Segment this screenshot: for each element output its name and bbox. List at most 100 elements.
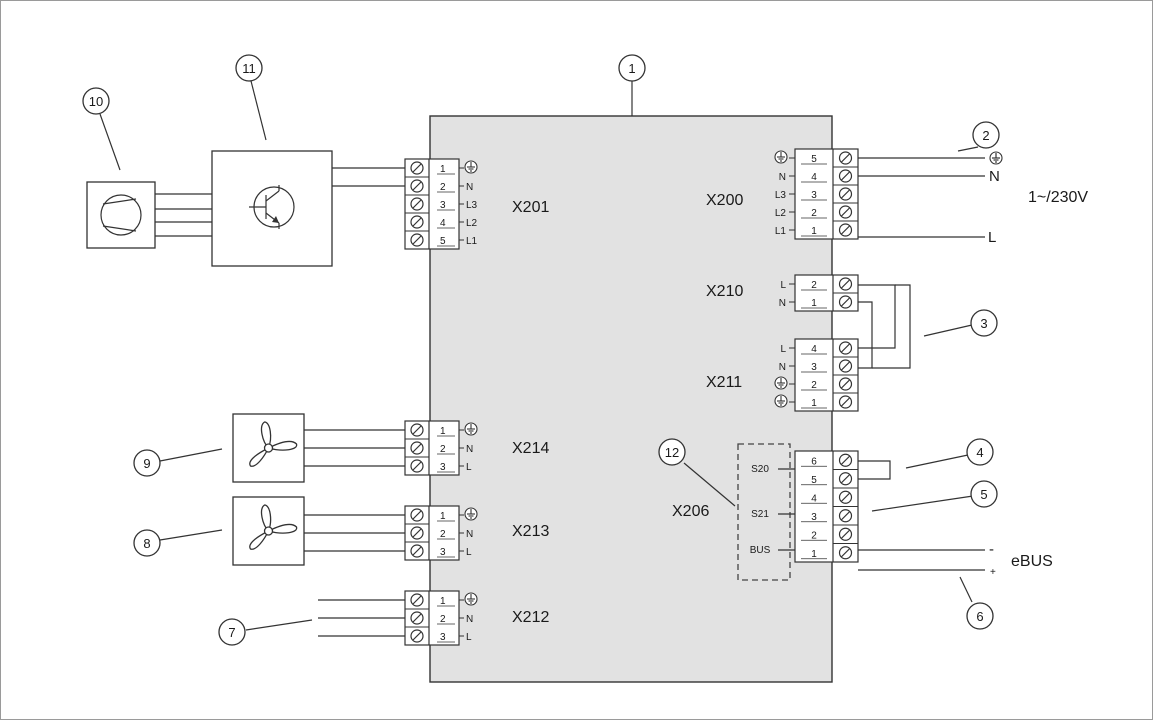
x212-wires bbox=[318, 599, 405, 637]
ebus-minus-label: - bbox=[989, 541, 994, 558]
svg-text:12: 12 bbox=[665, 445, 679, 460]
pin-number: 2 bbox=[811, 280, 817, 291]
group-label-s21: S21 bbox=[751, 509, 769, 520]
callout-8: 8 bbox=[133, 529, 161, 557]
screw-terminal-icon bbox=[838, 187, 853, 201]
screw-terminal-icon bbox=[838, 453, 853, 467]
ground-symbol-icon bbox=[989, 151, 1003, 165]
screw-terminal-icon bbox=[838, 490, 853, 504]
connector-label-x213: X213 bbox=[512, 523, 549, 540]
screw-terminal-icon bbox=[410, 629, 424, 643]
pin-number: 4 bbox=[811, 172, 817, 183]
screw-terminal-icon bbox=[838, 151, 853, 165]
pin-signal: L bbox=[466, 632, 472, 643]
s20-jumper-wire bbox=[858, 460, 891, 480]
pin-signal: N bbox=[779, 362, 786, 373]
x206-dashed-group bbox=[737, 443, 791, 581]
screw-terminal-icon bbox=[410, 197, 424, 211]
callout-6: 6 bbox=[966, 602, 994, 630]
callout-leaders bbox=[99, 80, 979, 631]
ebus-plus-label: + bbox=[990, 567, 996, 578]
mains-label-l: L bbox=[988, 229, 996, 246]
ground-symbol-icon bbox=[774, 394, 788, 408]
connector-label-x214: X214 bbox=[512, 440, 549, 457]
x206-group-tick-lines bbox=[778, 468, 795, 551]
callout-12: 12 bbox=[658, 438, 686, 466]
screw-terminal-icon bbox=[410, 233, 424, 247]
svg-text:10: 10 bbox=[89, 94, 103, 109]
ebus-label: eBUS bbox=[1011, 553, 1053, 570]
screw-terminal-icon bbox=[410, 611, 424, 625]
pin-signal: L bbox=[780, 280, 786, 291]
screw-terminal-icon bbox=[838, 546, 853, 560]
pin-signal: L3 bbox=[775, 190, 787, 201]
compressor-box bbox=[86, 181, 156, 249]
svg-text:3: 3 bbox=[980, 316, 987, 331]
pin-signal: L3 bbox=[466, 200, 478, 211]
pin-number: 5 bbox=[811, 475, 817, 486]
screw-terminal-icon bbox=[838, 395, 853, 409]
pin-signal: N bbox=[779, 172, 786, 183]
connector-label-x200: X200 bbox=[706, 192, 743, 209]
pin-number: 2 bbox=[440, 182, 446, 193]
fan-9-wires bbox=[304, 429, 405, 467]
control-board bbox=[429, 115, 833, 683]
x210-x211-jumper-wires bbox=[858, 284, 911, 369]
fan-icon bbox=[249, 504, 298, 550]
fan-icon bbox=[249, 421, 298, 467]
screw-terminal-icon bbox=[838, 223, 853, 237]
screw-terminal-icon bbox=[410, 508, 424, 522]
screw-terminal-icon bbox=[410, 593, 424, 607]
screw-terminal-icon bbox=[410, 544, 424, 558]
callout-2: 2 bbox=[972, 121, 1000, 149]
pin-number: 1 bbox=[811, 226, 817, 237]
pin-number: 2 bbox=[811, 380, 817, 391]
svg-text:8: 8 bbox=[143, 536, 150, 551]
pin-signal: L1 bbox=[775, 226, 787, 237]
pin-number: 1 bbox=[440, 164, 446, 175]
pin-signal: L2 bbox=[775, 208, 787, 219]
pin-number: 1 bbox=[811, 398, 817, 409]
pin-signal: N bbox=[466, 182, 473, 193]
pin-number: 6 bbox=[811, 456, 817, 467]
ground-symbol-icon bbox=[774, 376, 788, 390]
mains-voltage-label: 1~/230V bbox=[1028, 189, 1088, 206]
pin-number: 1 bbox=[811, 549, 817, 560]
screw-terminal-icon bbox=[410, 459, 424, 473]
svg-text:5: 5 bbox=[980, 487, 987, 502]
callout-9: 9 bbox=[133, 449, 161, 477]
screw-terminal-icon bbox=[838, 169, 853, 183]
screw-terminal-icon bbox=[838, 277, 853, 291]
ground-symbol-icon bbox=[464, 160, 478, 174]
svg-text:1: 1 bbox=[628, 61, 635, 76]
pin-number: 4 bbox=[811, 344, 817, 355]
callout-5: 5 bbox=[970, 480, 998, 508]
pin-signal: N bbox=[466, 529, 473, 540]
pin-number: 1 bbox=[440, 596, 446, 607]
pin-number: 3 bbox=[811, 190, 817, 201]
pin-number: 4 bbox=[440, 218, 446, 229]
connector-label-x210: X210 bbox=[706, 283, 743, 300]
ground-symbol-icon bbox=[774, 150, 788, 164]
screw-terminal-icon bbox=[838, 205, 853, 219]
pin-number: 2 bbox=[811, 208, 817, 219]
pin-number: 3 bbox=[440, 632, 446, 643]
callout-4: 4 bbox=[966, 438, 994, 466]
svg-text:9: 9 bbox=[143, 456, 150, 471]
group-label-s20: S20 bbox=[751, 464, 769, 475]
callout-3: 3 bbox=[970, 309, 998, 337]
svg-text:7: 7 bbox=[228, 625, 235, 640]
pin-number: 3 bbox=[811, 512, 817, 523]
fan-8-wires bbox=[304, 514, 405, 552]
pin-signal: N bbox=[466, 614, 473, 625]
screw-terminal-icon bbox=[410, 179, 424, 193]
screw-terminal-icon bbox=[410, 423, 424, 437]
ebus-wires bbox=[858, 549, 985, 571]
callout-1: 1 bbox=[618, 54, 646, 82]
